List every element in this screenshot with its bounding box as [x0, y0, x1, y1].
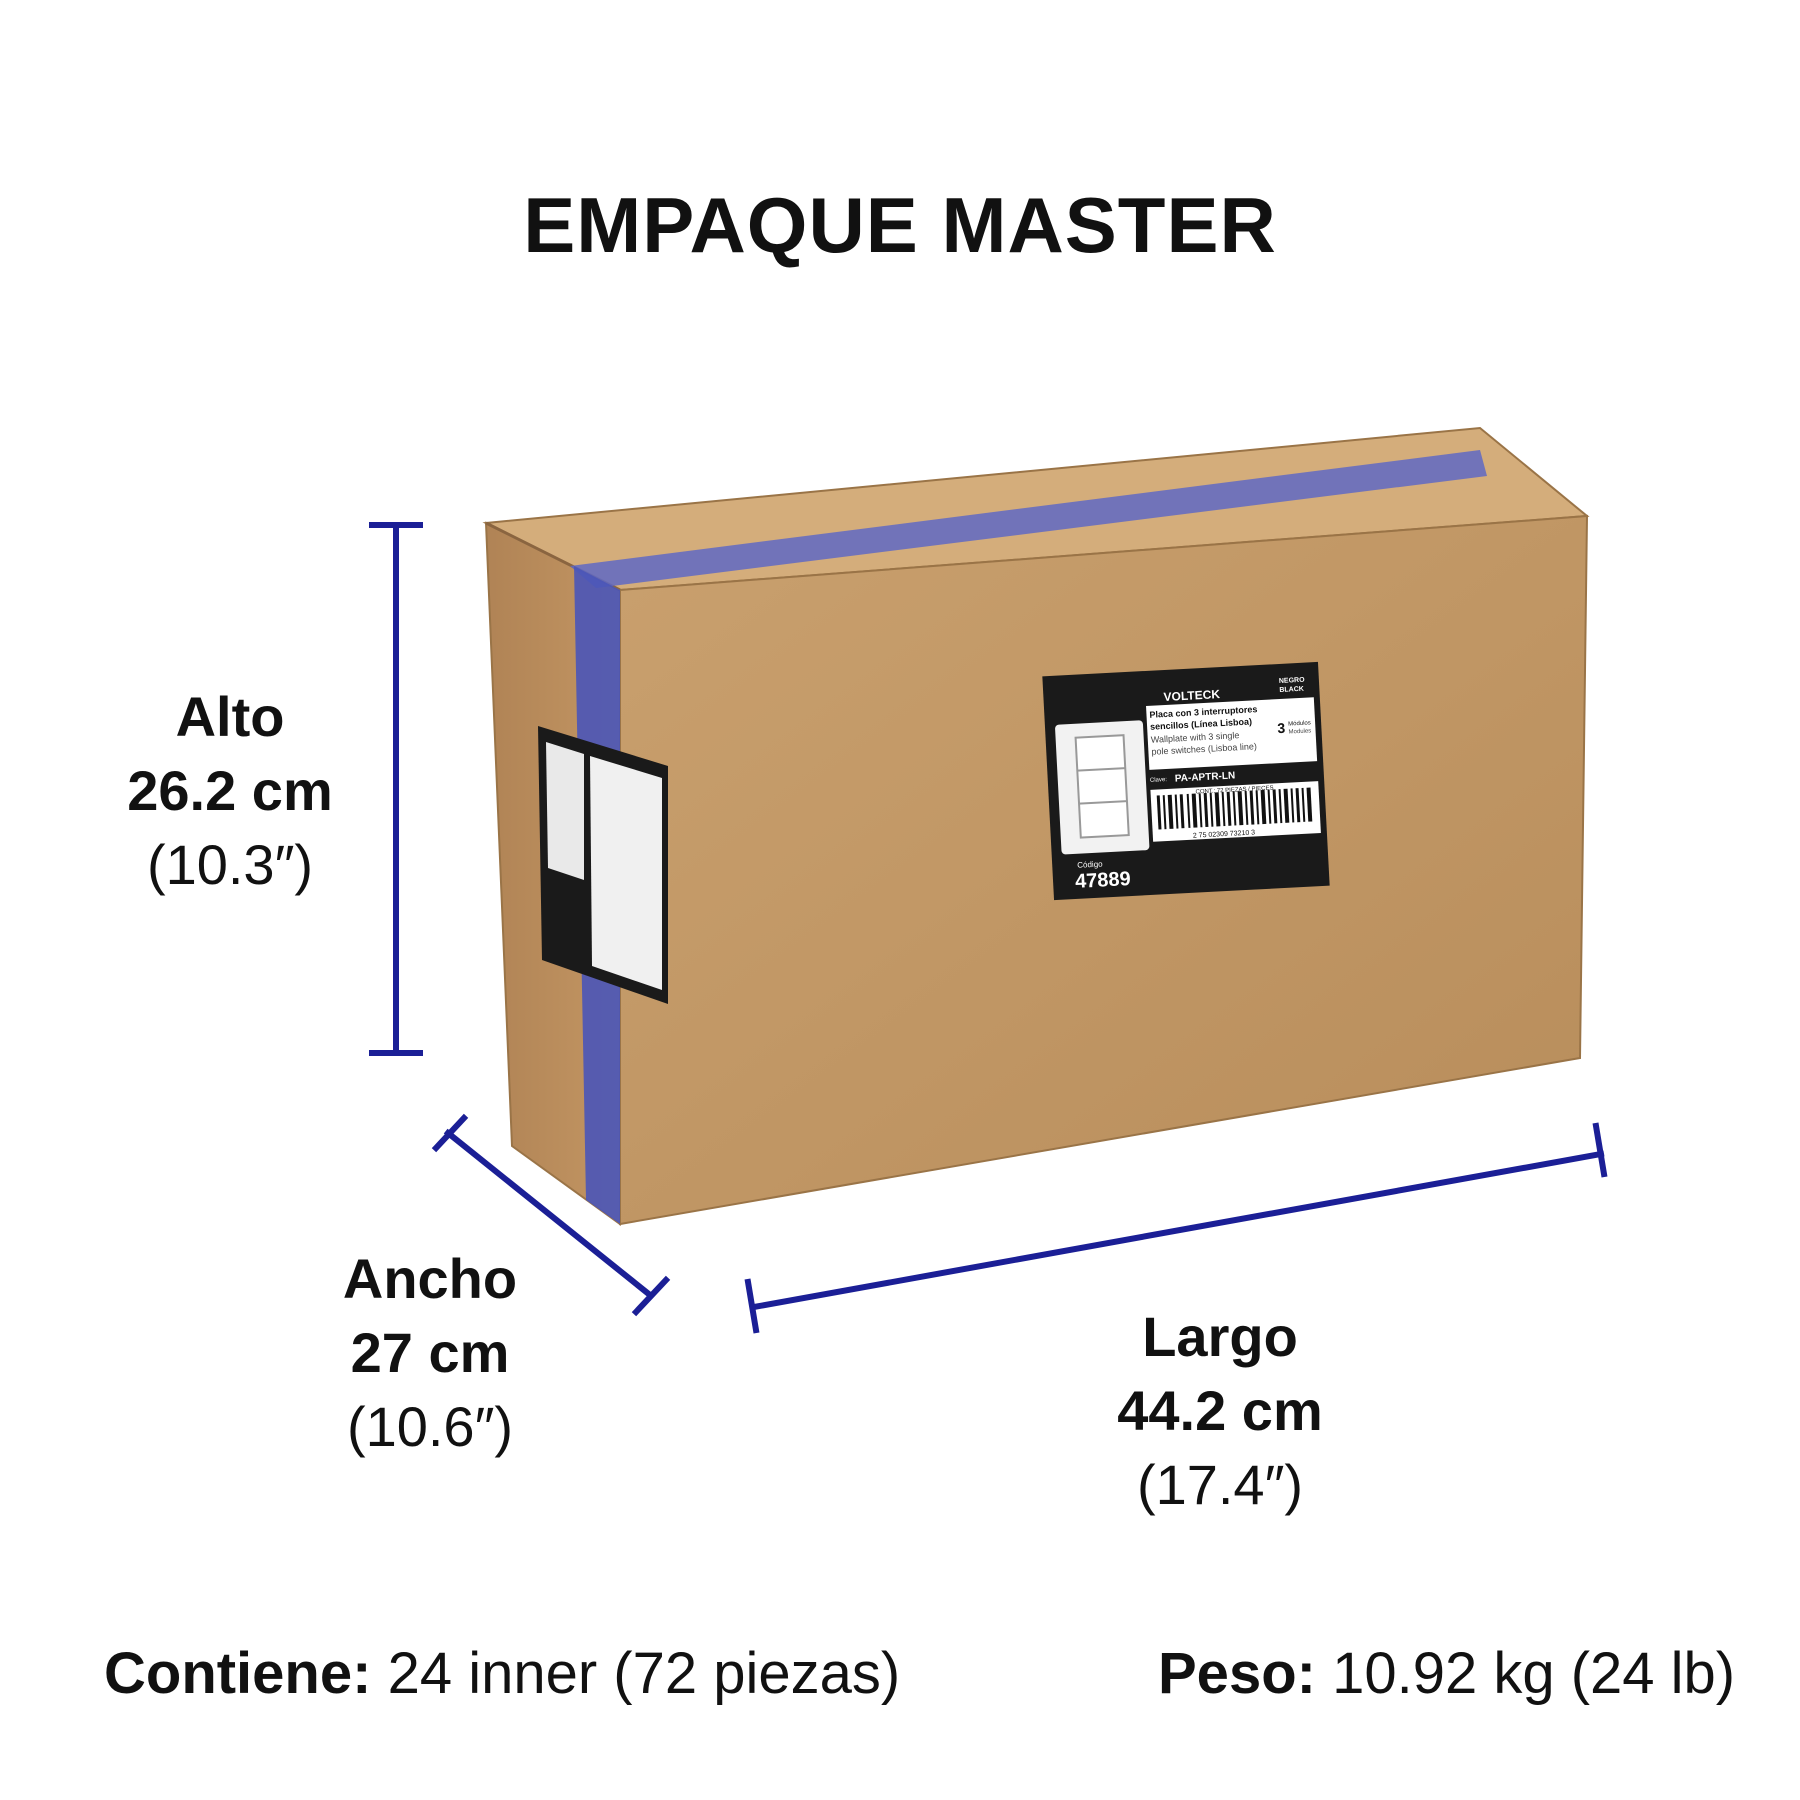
label-clave: PA-APTR-LN [1175, 770, 1236, 784]
contents-info: Contiene: 24 inner (72 piezas) [104, 1640, 900, 1707]
page-title: EMPAQUE MASTER [523, 181, 1277, 269]
label-cont: CONT.: 72 PIEZAS / PIECES [1195, 785, 1273, 795]
contents-label: Contiene: [104, 1641, 372, 1706]
label-barcode-number: 2 75 02309 73210 3 [1193, 829, 1256, 839]
label-brand: VOLTECK [1163, 687, 1220, 704]
height-dimension-line [369, 522, 423, 1056]
height-metric: 26.2 cm [127, 759, 333, 822]
width-metric: 27 cm [350, 1321, 510, 1384]
length-dimension-line [744, 1122, 1608, 1334]
label-color-en: BLACK [1279, 686, 1304, 694]
tape-top [570, 450, 1487, 588]
width-label: Ancho [342, 1247, 518, 1310]
label-modules-en: Modules [1288, 728, 1311, 735]
weight-value: 10.92 kg (24 lb) [1332, 1641, 1736, 1706]
length-imperial: (17.4″) [1136, 1453, 1304, 1516]
weight-label: Peso: [1158, 1641, 1316, 1706]
length-dimension-text: Largo 44.2 cm (17.4″) [1080, 1300, 1360, 1522]
label-codigo: 47889 [1075, 868, 1132, 893]
label-line3: Wallplate with 3 single [1151, 730, 1240, 745]
barcode [1156, 787, 1313, 830]
length-label: Largo [1142, 1305, 1298, 1368]
width-dimension-text: Ancho 27 cm (10.6″) [310, 1242, 550, 1464]
contents-value: 24 inner (72 piezas) [387, 1641, 901, 1706]
label-modules-count: 3 [1277, 720, 1286, 736]
label-color-es: NEGRO [1279, 677, 1306, 685]
height-imperial: (10.3″) [146, 833, 314, 896]
width-imperial: (10.6″) [346, 1395, 514, 1458]
height-dimension-text: Alto 26.2 cm (10.3″) [110, 680, 350, 902]
front-product-label: VOLTECK NEGRO BLACK Placa con 3 interrup… [1042, 661, 1330, 901]
height-label: Alto [175, 685, 285, 748]
width-dimension-line [431, 1113, 671, 1317]
weight-info: Peso: 10.92 kg (24 lb) [1158, 1640, 1735, 1707]
label-modules-es: Módulos [1288, 720, 1311, 727]
length-metric: 44.2 cm [1117, 1379, 1323, 1442]
label-codigo-label: Código [1077, 859, 1103, 869]
side-shipping-label [538, 726, 668, 1004]
label-clave-label: Clave: [1150, 777, 1168, 784]
